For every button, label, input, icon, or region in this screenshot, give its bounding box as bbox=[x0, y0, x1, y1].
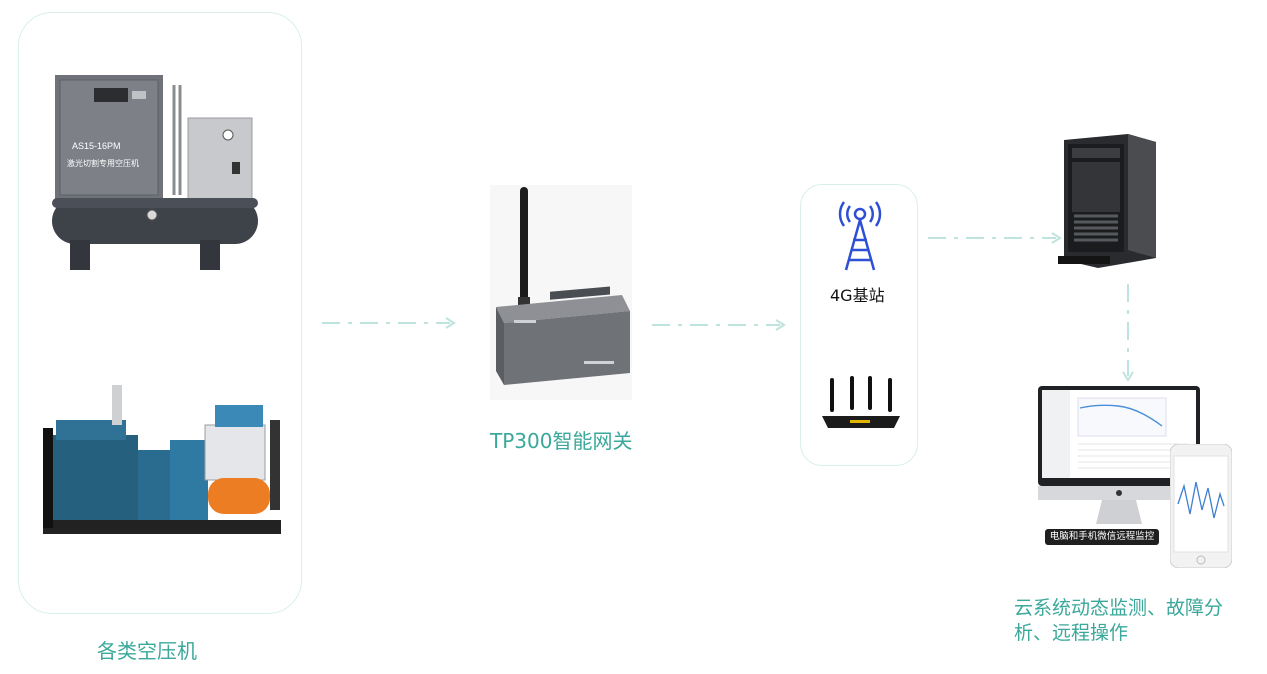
monitor-image bbox=[1038, 386, 1202, 528]
compressor-subtitle-text: 激光切割专用空压机 bbox=[67, 159, 139, 168]
arrow-server-to-monitor bbox=[1120, 282, 1136, 386]
cell-tower-icon bbox=[834, 200, 886, 274]
monitoring-banner-text: 电脑和手机微信远程监控 bbox=[1049, 531, 1155, 542]
gateway-image bbox=[490, 185, 632, 400]
router-icon bbox=[820, 376, 902, 430]
monitoring-banner: 电脑和手机微信远程监控 bbox=[1045, 529, 1159, 545]
server-image bbox=[1058, 132, 1162, 272]
phone-image bbox=[1170, 444, 1232, 568]
base-station-label: 4G基站 bbox=[830, 286, 885, 305]
compressor-caption: 各类空压机 bbox=[97, 639, 197, 663]
diesel-compressor-image bbox=[40, 380, 285, 545]
gateway-caption: TP300智能网关 bbox=[490, 429, 633, 453]
cloud-caption: 云系统动态监测、故障分析、远程操作 bbox=[1014, 597, 1224, 644]
arrow-gateway-to-network bbox=[650, 317, 790, 333]
arrow-network-to-server bbox=[926, 230, 1066, 246]
compressor-model-text: AS15-16PM bbox=[72, 141, 121, 151]
arrow-compressor-to-gateway bbox=[320, 315, 460, 331]
screw-compressor-image bbox=[48, 70, 262, 275]
